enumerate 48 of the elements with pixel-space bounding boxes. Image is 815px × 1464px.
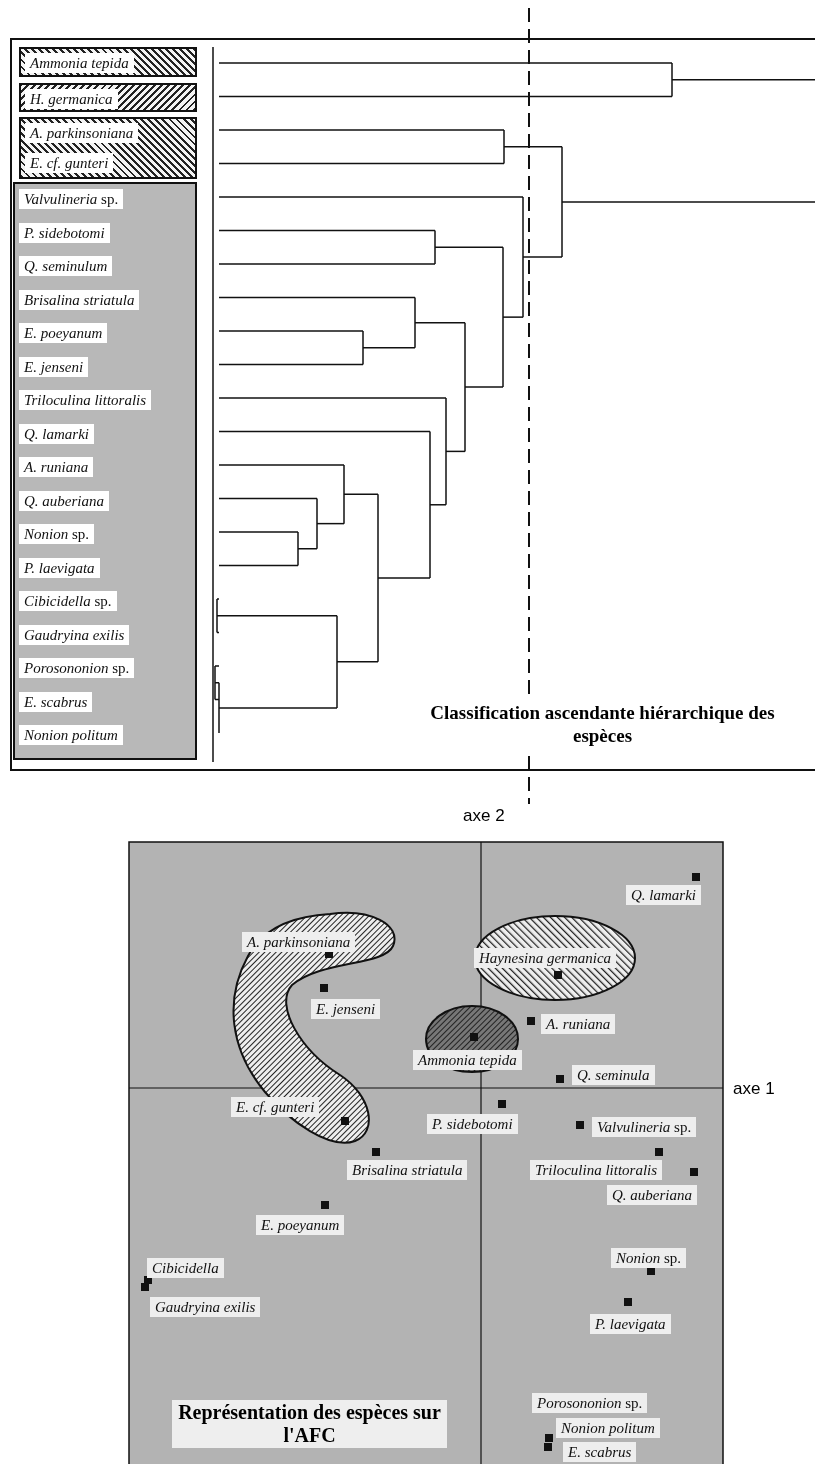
species-label: Q. seminulum — [19, 256, 113, 276]
species-label: E. jenseni — [311, 999, 381, 1019]
figure-title: Représentation des espèces sur l'AFC — [172, 1400, 447, 1448]
species-label: A. parkinsoniana — [242, 932, 356, 952]
species-label: Nonion politum — [19, 725, 123, 745]
species-label: A. parkinsoniana — [25, 123, 139, 143]
species-label: E. poeyanum — [256, 1215, 345, 1235]
species-label: E. jenseni — [19, 356, 89, 377]
species-label: Porosononion sp. — [19, 658, 135, 678]
species-label: Haynesina germanica — [474, 948, 617, 968]
species-label: Gaudryina exilis — [150, 1297, 261, 1317]
species-group-panel — [13, 182, 197, 760]
species-label: Q. lamarki — [626, 885, 701, 905]
species-label: P. sidebotomi — [427, 1114, 518, 1134]
species-label: E. scabrus — [563, 1442, 637, 1462]
species-label: Porosononion sp. — [532, 1393, 648, 1413]
species-label: E. cf. gunteri — [25, 153, 114, 173]
species-label: Nonion sp. — [19, 524, 95, 544]
species-label: Valvulineria sp. — [592, 1117, 697, 1137]
species-label: Nonion politum — [556, 1418, 660, 1438]
species-label: Valvulineria sp. — [19, 189, 124, 209]
species-label: Q. lamarki — [19, 423, 94, 444]
species-label: A. runiana — [541, 1014, 616, 1034]
species-label: Brisalina striatula — [19, 289, 140, 310]
species-label: Cibicidella sp. — [19, 591, 117, 611]
species-label: H. germanica — [25, 89, 118, 109]
species-label: Ammonia tepida — [413, 1050, 522, 1070]
species-label: Brisalina striatula — [347, 1160, 468, 1180]
hatched-group-box — [19, 117, 197, 179]
hatched-group-box — [19, 47, 197, 77]
species-label: Ammonia tepida — [25, 53, 134, 73]
species-label: P. laevigata — [19, 557, 100, 578]
figure-title: Classification ascendante hiérarchique des espèces — [429, 701, 776, 748]
species-label: Gaudryina exilis — [19, 624, 130, 645]
species-label: P. sidebotomi — [19, 222, 110, 243]
species-label: E. poeyanum — [19, 323, 108, 343]
species-label: Q. auberiana — [19, 490, 109, 511]
species-label: Triloculina littoralis — [530, 1160, 663, 1180]
species-label: Cibicidella — [147, 1258, 224, 1278]
species-label: Q. seminula — [572, 1065, 655, 1085]
species-label: Q. auberiana — [607, 1185, 697, 1205]
species-label: E. cf. gunteri — [231, 1097, 320, 1117]
species-label: A. runiana — [19, 457, 94, 477]
species-label: Nonion sp. — [611, 1248, 687, 1268]
hatched-group-box — [19, 83, 197, 112]
species-label: P. laevigata — [590, 1314, 671, 1334]
species-label: Triloculina littoralis — [19, 390, 152, 410]
species-label: E. scabrus — [19, 691, 93, 712]
